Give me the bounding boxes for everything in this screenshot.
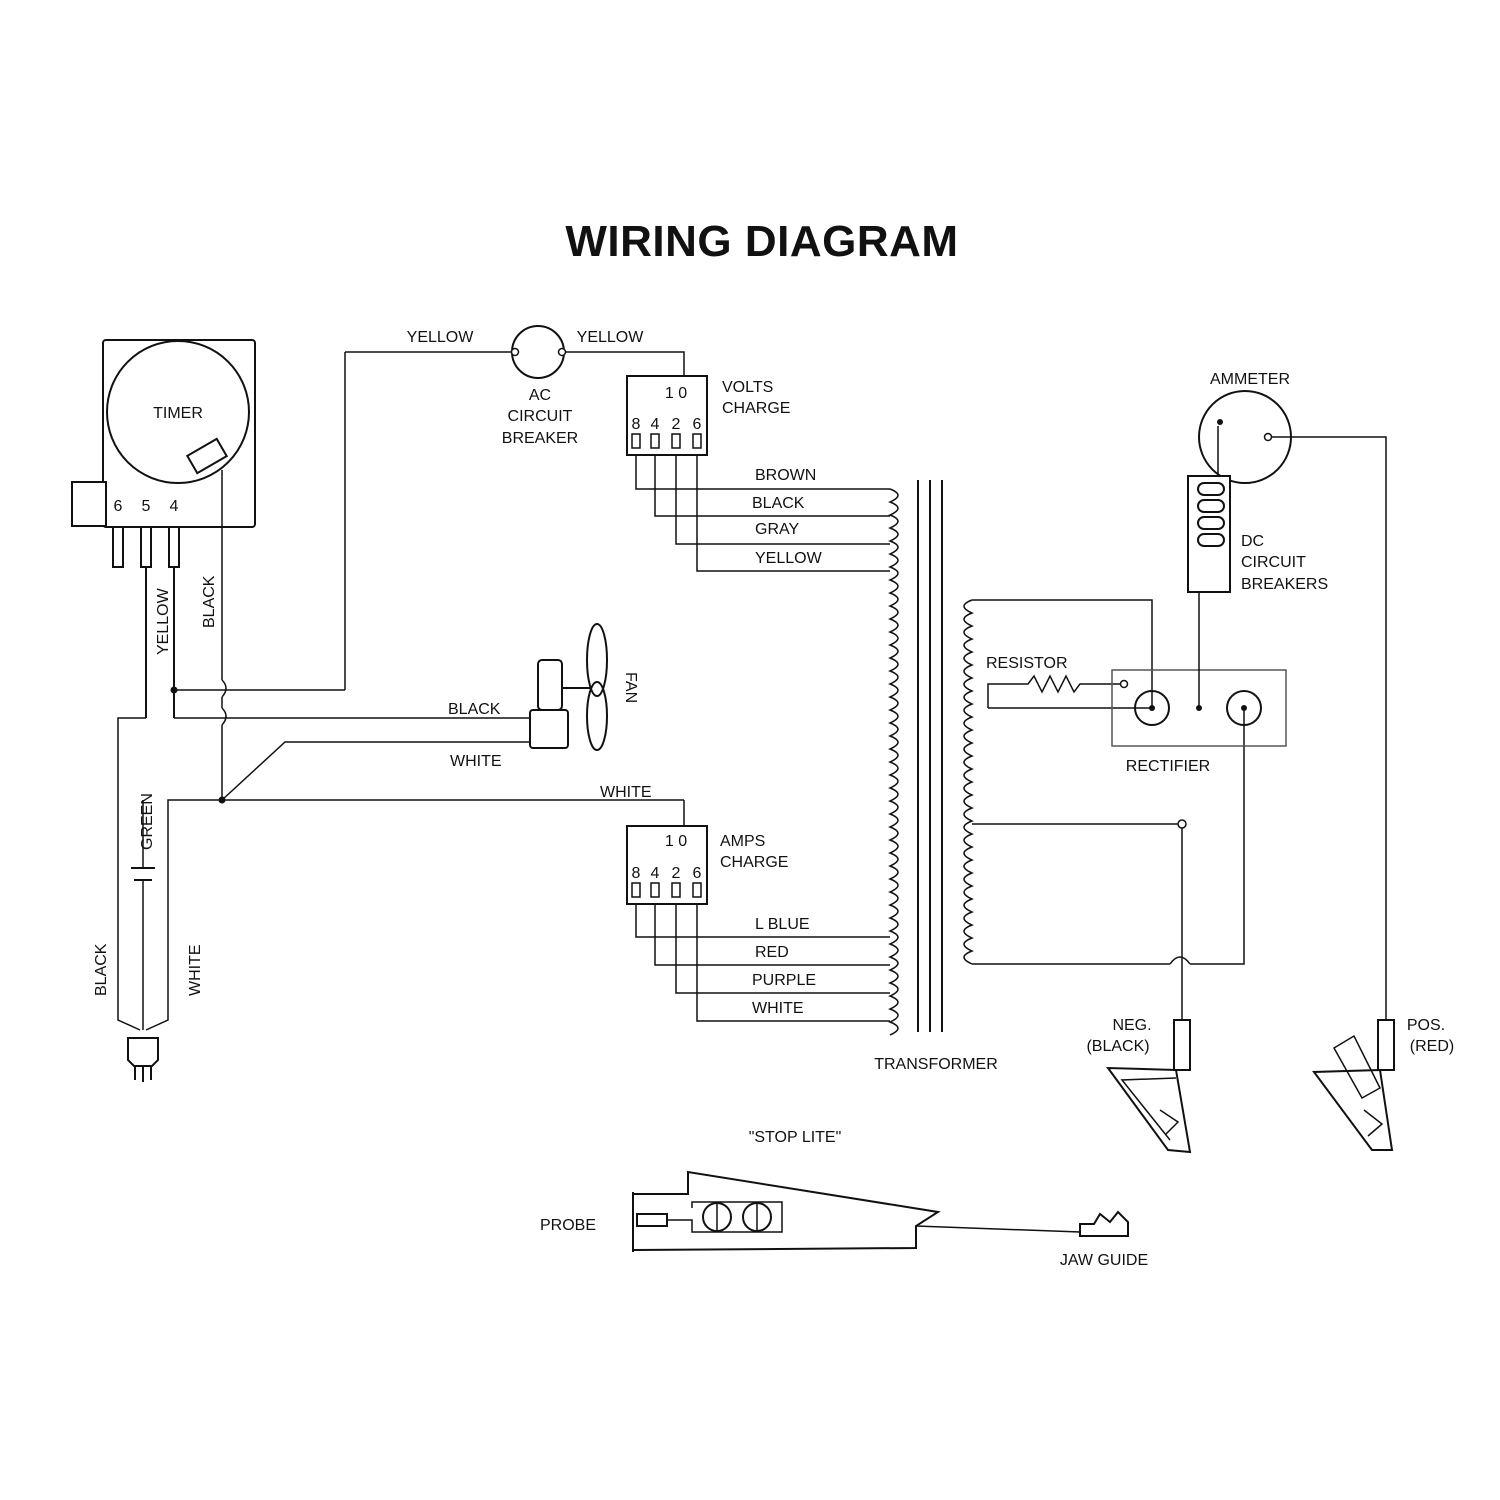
amps-terminal-4: 4	[651, 865, 660, 882]
pos-clamp-line2: (RED)	[1410, 1038, 1454, 1055]
volts-tap-wires	[635, 455, 890, 572]
amps-terminal-8: 8	[632, 865, 641, 882]
wire-label-amps-white: WHITE	[600, 784, 652, 801]
wire-label-plug-black: BLACK	[93, 943, 110, 996]
transformer: TRANSFORMER	[874, 480, 998, 1073]
volts-tap-yellow: YELLOW	[755, 550, 823, 567]
amps-terminal-2: 2	[672, 865, 681, 882]
amps-tap-red: RED	[755, 944, 789, 961]
ammeter: AMMETER	[1198, 371, 1387, 1020]
ac-breaker-line1: AC	[529, 387, 551, 404]
dc-breakers-line1: DC	[1241, 533, 1264, 550]
breaker-to-volts-wire	[566, 351, 685, 376]
amps-tap-purple: PURPLE	[752, 972, 816, 989]
volts-charge-switch: 1 0 8 4 2 6 VOLTS CHARGE	[626, 375, 790, 456]
wire-label-fan-black: BLACK	[448, 701, 501, 718]
neg-clamp-line2: (BLACK)	[1086, 1038, 1149, 1055]
wire-label-yellow-top-left: YELLOW	[407, 329, 475, 346]
amps-tap-l-blue: L BLUE	[755, 916, 810, 933]
timer-terminal-4: 4	[170, 498, 179, 515]
volts-top-terminals: 1 0	[665, 385, 687, 402]
secondary-wiring	[972, 599, 1245, 965]
amps-top-terminals: 1 0	[665, 833, 687, 850]
volts-tap-gray: GRAY	[755, 521, 799, 538]
stop-lite: "STOP LITE" PROBE JAW GUIDE	[540, 1129, 1148, 1269]
wire-label-yellow-vertical: YELLOW	[155, 587, 172, 655]
amps-tap-white: WHITE	[752, 1000, 804, 1017]
volts-tap-black: BLACK	[752, 495, 805, 512]
volts-label-line2: CHARGE	[722, 400, 790, 417]
amps-charge-switch: 1 0 8 4 2 6 AMPS CHARGE	[626, 825, 788, 905]
timer-terminal-5: 5	[142, 498, 151, 515]
dc-breakers-line3: BREAKERS	[1241, 576, 1328, 593]
ac-breaker-line2: CIRCUIT	[508, 408, 573, 425]
rectifier: RECTIFIER	[1111, 669, 1287, 775]
wire-label-yellow-top-right: YELLOW	[577, 329, 645, 346]
volts-terminal-2: 2	[672, 416, 681, 433]
resistor-label: RESISTOR	[986, 655, 1068, 672]
diagram-title: WIRING DIAGRAM	[565, 217, 958, 266]
negative-clamp: NEG. (BLACK)	[1086, 828, 1192, 1154]
timer-label: TIMER	[153, 405, 203, 422]
dc-breakers-line2: CIRCUIT	[1241, 554, 1306, 571]
stop-lite-jaw-guide: JAW GUIDE	[1060, 1252, 1148, 1269]
volts-label-line1: VOLTS	[722, 379, 773, 396]
wire-label-plug-white: WHITE	[187, 944, 204, 996]
amps-label-line1: AMPS	[720, 833, 765, 850]
volts-tap-brown: BROWN	[755, 467, 816, 484]
volts-terminal-8: 8	[632, 416, 641, 433]
ammeter-label: AMMETER	[1210, 371, 1290, 388]
fan-label: FAN	[622, 672, 639, 703]
volts-terminal-6: 6	[693, 416, 702, 433]
neg-clamp-line1: NEG.	[1112, 1017, 1151, 1034]
timer: TIMER 6 5 4	[71, 339, 256, 568]
power-cord	[117, 717, 685, 1082]
wire-label-fan-white: WHITE	[450, 753, 502, 770]
stop-lite-label: "STOP LITE"	[749, 1129, 842, 1146]
volts-terminal-4: 4	[651, 416, 660, 433]
resistor: RESISTOR	[986, 655, 1150, 709]
amps-label-line2: CHARGE	[720, 854, 788, 871]
transformer-label: TRANSFORMER	[874, 1056, 998, 1073]
timer-terminal-6: 6	[114, 498, 123, 515]
wire-label-green: GREEN	[139, 793, 156, 850]
dc-circuit-breakers: DC CIRCUIT BREAKERS	[1187, 426, 1328, 706]
positive-clamp: POS. (RED)	[1312, 1017, 1454, 1151]
rectifier-label: RECTIFIER	[1126, 758, 1210, 775]
ac-circuit-breaker: AC CIRCUIT BREAKER	[502, 325, 578, 447]
pos-clamp-line1: POS.	[1407, 1017, 1445, 1034]
wire-label-black-vertical: BLACK	[201, 575, 218, 628]
yellow-to-breaker-wire	[170, 351, 512, 694]
amps-terminal-6: 6	[693, 865, 702, 882]
stop-lite-probe: PROBE	[540, 1217, 596, 1234]
fan: FAN	[174, 623, 639, 801]
amps-tap-wires	[635, 904, 890, 1022]
ac-breaker-line3: BREAKER	[502, 430, 578, 447]
